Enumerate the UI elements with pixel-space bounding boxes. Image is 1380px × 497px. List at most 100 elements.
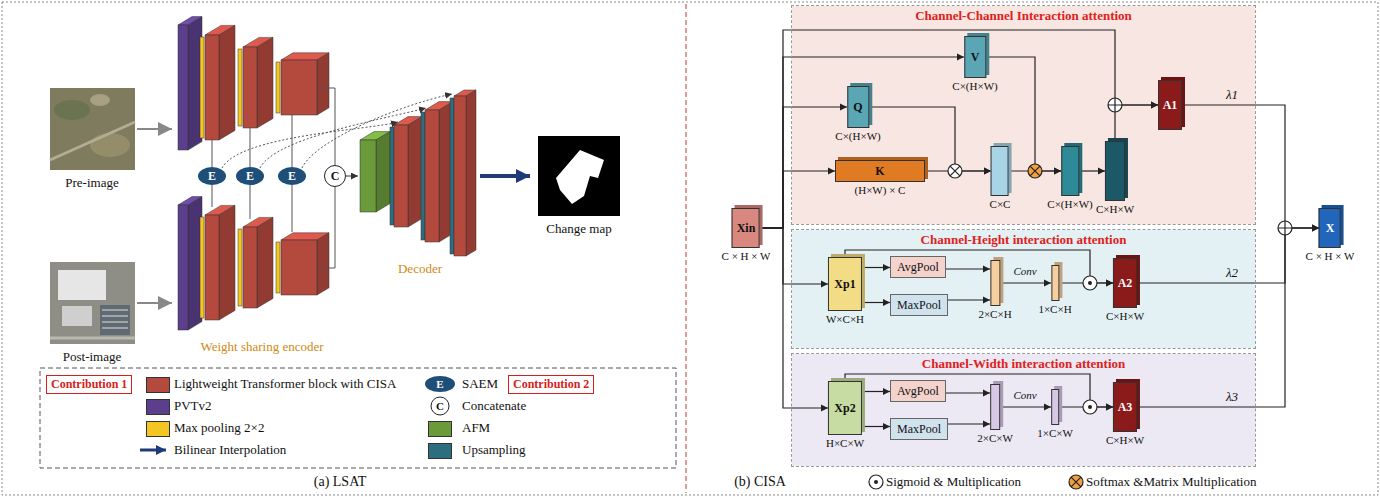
change-map-picture bbox=[538, 136, 620, 216]
image-patch bbox=[90, 133, 130, 157]
input-arrow bbox=[137, 128, 172, 130]
block-front bbox=[360, 140, 376, 212]
block-front bbox=[178, 25, 188, 150]
change-region bbox=[556, 150, 604, 204]
dimension-label: C × H × W bbox=[722, 250, 771, 263]
legend-text: Lightweight Transformer block with CISA bbox=[174, 376, 396, 391]
tensor-symbol: V bbox=[971, 50, 980, 65]
symbol-ring bbox=[1108, 98, 1122, 112]
node-letter: E bbox=[288, 169, 296, 184]
saem-module: E bbox=[236, 167, 264, 185]
band-fill bbox=[792, 230, 1255, 348]
tensor-block: A2 bbox=[1113, 258, 1137, 308]
connector bbox=[760, 107, 847, 228]
attention-band: Channel-Channel Interaction attentionV C×… bbox=[792, 6, 1255, 224]
image-parking-line bbox=[102, 316, 128, 317]
transformer-block bbox=[394, 117, 422, 227]
legend-symbol-letter: C bbox=[436, 400, 444, 412]
transformer-block bbox=[205, 25, 235, 140]
band-heading: Channel-Height interaction attention bbox=[792, 230, 1255, 247]
legend-symbol-letter: E bbox=[436, 378, 443, 390]
band-heading: Channel-Channel Interaction attention bbox=[792, 6, 1255, 23]
symbol-ring bbox=[948, 164, 962, 178]
symbol-dot bbox=[874, 480, 878, 484]
module-caption: Decoder bbox=[398, 262, 442, 276]
legend-swatch bbox=[146, 399, 170, 415]
output-caption: Change map bbox=[546, 222, 611, 236]
edge-label: λ3 bbox=[1226, 390, 1238, 404]
saem-link bbox=[250, 128, 251, 167]
attention-band: Channel-Width interaction attentionXp2H×… bbox=[792, 354, 1255, 466]
saem-link bbox=[212, 140, 213, 167]
symbol-ring bbox=[1278, 221, 1292, 235]
dimension-label: C×(H×W) bbox=[835, 130, 880, 143]
tensor-symbol: Q bbox=[853, 100, 862, 115]
image-building bbox=[62, 306, 92, 326]
pooled-tensor: 2×C×H bbox=[978, 260, 1011, 321]
dimension-label: C×(H×W) bbox=[952, 80, 997, 93]
symbol-cross bbox=[1108, 98, 1122, 112]
input-arrow bbox=[137, 302, 172, 304]
pool-box: AvgPool bbox=[890, 256, 946, 278]
tensor-symbol: Xin bbox=[737, 221, 756, 236]
tensor-block: Xin bbox=[732, 208, 760, 248]
symbol-dot bbox=[1088, 281, 1092, 285]
connector bbox=[1079, 170, 1105, 171]
attention-output: A2C×H×W bbox=[1106, 258, 1144, 323]
sigmoid-multiply-symbol bbox=[1083, 276, 1097, 290]
legend-text: Upsampling bbox=[462, 442, 526, 457]
afm-block bbox=[360, 132, 390, 212]
connector bbox=[760, 171, 835, 228]
block-side bbox=[408, 117, 422, 227]
legend-swatch bbox=[146, 377, 170, 393]
image-parking bbox=[100, 305, 130, 335]
connector bbox=[862, 391, 890, 392]
image-patch bbox=[90, 94, 110, 106]
connector bbox=[845, 250, 1113, 283]
dimension-label: 1×C×H bbox=[1038, 303, 1071, 316]
concat-arrow bbox=[346, 176, 358, 177]
block-side bbox=[317, 233, 329, 295]
block-side bbox=[257, 217, 273, 308]
conv-tensor: 1×C×H bbox=[1038, 265, 1071, 316]
block-side bbox=[257, 37, 273, 128]
symbol-ring bbox=[1083, 276, 1097, 290]
module-caption: Weight sharing encoder bbox=[200, 340, 323, 354]
symbol-ring bbox=[1069, 475, 1083, 489]
legend-arrow-icon bbox=[140, 449, 166, 452]
image-ground bbox=[50, 88, 135, 170]
pool-text: MaxPool bbox=[897, 297, 941, 313]
band-heading: Channel-Width interaction attention bbox=[792, 354, 1255, 371]
block-front bbox=[200, 217, 204, 318]
input-tensor: Xin C × H × W bbox=[722, 208, 771, 263]
skip-connection bbox=[302, 94, 452, 168]
image-building bbox=[58, 270, 106, 300]
block-front bbox=[390, 127, 394, 225]
upsampling-strip bbox=[421, 112, 425, 240]
transformer-block bbox=[425, 102, 453, 242]
connector bbox=[948, 299, 990, 300]
matrix-multiply-symbol bbox=[948, 164, 962, 178]
value-tensor: V C×(H×W) bbox=[952, 36, 997, 93]
legend-concat-icon bbox=[431, 397, 449, 415]
block-front bbox=[243, 227, 257, 308]
pool-text: AvgPool bbox=[897, 383, 939, 399]
legend-frame bbox=[40, 368, 676, 468]
legend-text: PVTv2 bbox=[174, 398, 212, 413]
contribution-text: Contribution 2 bbox=[513, 377, 589, 392]
edge-label: Conv bbox=[1013, 265, 1036, 277]
tensor-block: Xp2 bbox=[828, 381, 862, 435]
tensor-block: A1 bbox=[1158, 80, 1182, 130]
pool-box: MaxPool bbox=[890, 294, 948, 316]
concat-link bbox=[322, 88, 335, 165]
key-tensor: K(H×W) × C bbox=[835, 160, 925, 197]
image-parking-line bbox=[102, 328, 128, 329]
legend-text: Sigmoid & Multiplication bbox=[886, 474, 1021, 489]
tensor-block bbox=[1051, 389, 1059, 425]
upsampling-strip bbox=[390, 127, 394, 225]
contribution-text: Contribution 1 bbox=[51, 377, 127, 392]
tensor-block: Q bbox=[847, 86, 869, 128]
contribution-tag: Contribution 1 bbox=[46, 375, 132, 394]
legend-swatch bbox=[146, 421, 170, 437]
